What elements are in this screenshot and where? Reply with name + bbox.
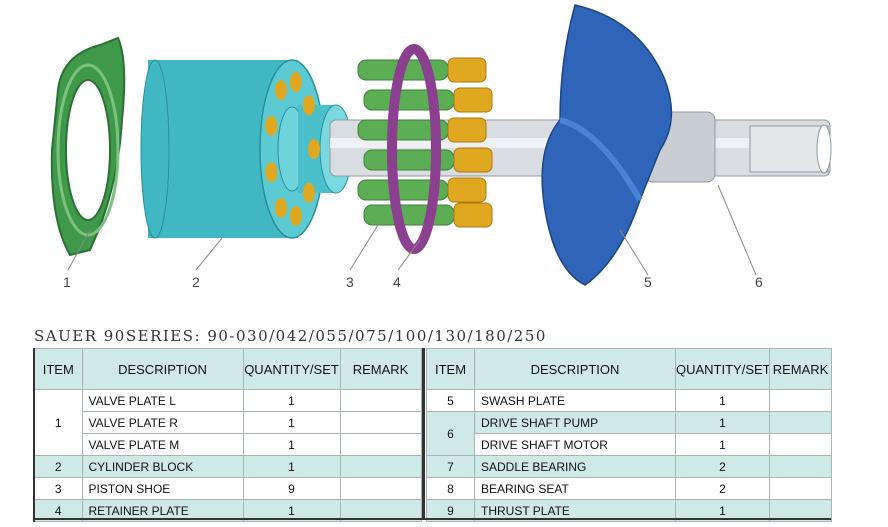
piston-shoe [447,177,487,203]
table-row: VALVE PLATE M 1 [34,433,422,456]
series-title: SAUER 90SERIES: 90-030/042/055/075/100/1… [34,327,547,345]
quantity-cell: 1 [242,455,341,478]
description-cell: VALVE PLATE L [81,389,244,412]
table-row: 8 BEARING SEAT 2 [426,477,832,500]
cylinder-bore [308,139,320,159]
table-bottom-rule [33,518,831,520]
swash-plate-part [541,4,673,286]
piston [363,204,455,226]
remark-cell [769,433,832,456]
table-row: 2 CYLINDER BLOCK 1 [33,455,422,478]
description-cell: THRUST PLATE [474,499,676,522]
item-cell: 5 [426,389,475,412]
header-description: DESCRIPTION [81,348,244,390]
item-cell: 1 [33,389,83,456]
description-cell: BEARING SEAT [474,477,676,500]
cylinder-bore [275,80,287,101]
callout-4: 4 [393,274,401,290]
item-cell: 2 [33,455,83,478]
callout-6: 6 [755,274,763,290]
table-row: 4 RETAINER PLATE 1 [33,499,422,522]
description-cell: SADDLE BEARING [474,455,676,478]
item-cell: 8 [426,477,475,500]
description-cell: VALVE PLATE M [81,433,244,456]
parts-table-left: ITEM DESCRIPTION QUANTITY/SET REMARK 1 V… [33,348,422,522]
cylinder-bore [302,182,315,203]
quantity-cell: 1 [675,433,770,456]
quantity-cell: 2 [675,477,770,500]
table-row: 1 VALVE PLATE L 1 [33,389,422,456]
table-row: 3 PISTON SHOE 9 [33,477,422,500]
quantity-cell: 1 [242,411,341,434]
cylinder-bore [265,115,278,136]
remark-cell [339,433,422,456]
quantity-cell: 1 [242,499,341,522]
callout-leaders [67,184,757,276]
quantity-cell: 9 [242,477,341,500]
quantity-cell: 1 [675,389,770,412]
quantity-cell: 2 [675,455,770,478]
cylinder-block-part [140,59,353,239]
remark-cell [769,455,832,478]
table-row: DRIVE SHAFT MOTOR 1 [427,433,832,456]
piston-shoe [447,117,487,143]
exploded-pump-diagram: 1 2 3 4 5 6 [50,4,832,290]
item-cell: 4 [33,499,83,522]
description-cell: VALVE PLATE R [81,411,244,434]
cylinder-bore [302,95,315,116]
item-cell: 6 [426,411,475,456]
remark-cell [339,389,422,412]
table-row: 9 THRUST PLATE 1 [426,499,832,522]
piston-shoe [453,202,493,228]
cylinder-bore [289,72,302,93]
table-row: 7 SADDLE BEARING 2 [426,455,832,478]
quantity-cell: 1 [675,499,770,522]
remark-cell [339,411,422,434]
piston-shoe [453,147,493,173]
header-remark: REMARK [339,348,422,390]
item-cell: 3 [33,477,83,500]
callout-1: 1 [63,274,71,290]
remark-cell [339,455,422,478]
description-cell: PISTON SHOE [81,477,244,500]
description-cell: DRIVE SHAFT MOTOR [474,433,676,456]
header-quantity: QUANTITY/SET [675,348,770,390]
header-remark: REMARK [769,348,832,390]
piston-shoe [453,87,493,113]
quantity-cell: 1 [242,389,341,412]
callout-5: 5 [644,274,652,290]
remark-cell [339,499,422,522]
table-row: 6 DRIVE SHAFT PUMP 1 [426,411,832,456]
callout-3: 3 [346,274,354,290]
description-cell: SWASH PLATE [474,389,676,412]
quantity-cell: 1 [675,411,770,434]
header-item: ITEM [33,348,83,390]
remark-cell [769,389,832,412]
piston-shoe [447,57,487,83]
header-description: DESCRIPTION [474,348,676,390]
description-cell: RETAINER PLATE [81,499,244,522]
cylinder-bore [265,162,278,183]
parts-table-right: ITEM DESCRIPTION QUANTITY/SET REMARK 5 S… [426,348,832,522]
description-cell: CYLINDER BLOCK [81,455,244,478]
header-item: ITEM [426,348,475,390]
header-quantity: QUANTITY/SET [242,348,341,390]
remark-cell [769,411,832,434]
item-cell: 9 [426,499,475,522]
description-cell: DRIVE SHAFT PUMP [474,411,676,434]
cylinder-bore [275,197,287,218]
valve-plate-part [50,36,126,257]
callout-2: 2 [192,274,200,290]
cylinder-bore [289,205,302,226]
remark-cell [339,477,422,500]
piston [363,89,455,111]
quantity-cell: 1 [242,433,341,456]
remark-cell [769,477,832,500]
table-row: 5 SWASH PLATE 1 [426,389,832,412]
table-row: VALVE PLATE R 1 [34,411,422,434]
item-cell: 7 [426,455,475,478]
table-divider [422,348,425,518]
remark-cell [769,499,832,522]
